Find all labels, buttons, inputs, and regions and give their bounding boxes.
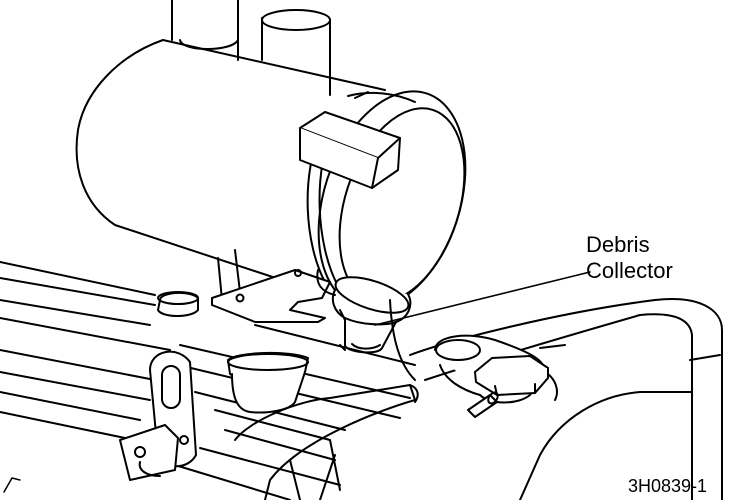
callout-line-2: Collector — [586, 258, 673, 283]
intake-pipes — [171, 0, 331, 96]
corner-mark — [3, 477, 21, 493]
air-cleaner-canister — [75, 39, 467, 310]
mounting-stub-left — [157, 291, 199, 317]
canister-latch — [299, 111, 401, 189]
debris-collector-label: Debris Collector — [586, 232, 726, 284]
debris-collector — [331, 276, 412, 354]
lifting-eye-bracket — [119, 350, 197, 481]
callout-leader — [374, 271, 591, 326]
figure-id: 3H0839-1 — [628, 476, 708, 496]
hex-cap — [474, 355, 549, 396]
wing-knob-center — [227, 351, 309, 414]
lower-shroud — [234, 384, 419, 500]
small-pin — [467, 391, 499, 418]
mounting-bracket — [211, 249, 336, 323]
callout-line-1: Debris — [586, 232, 650, 257]
